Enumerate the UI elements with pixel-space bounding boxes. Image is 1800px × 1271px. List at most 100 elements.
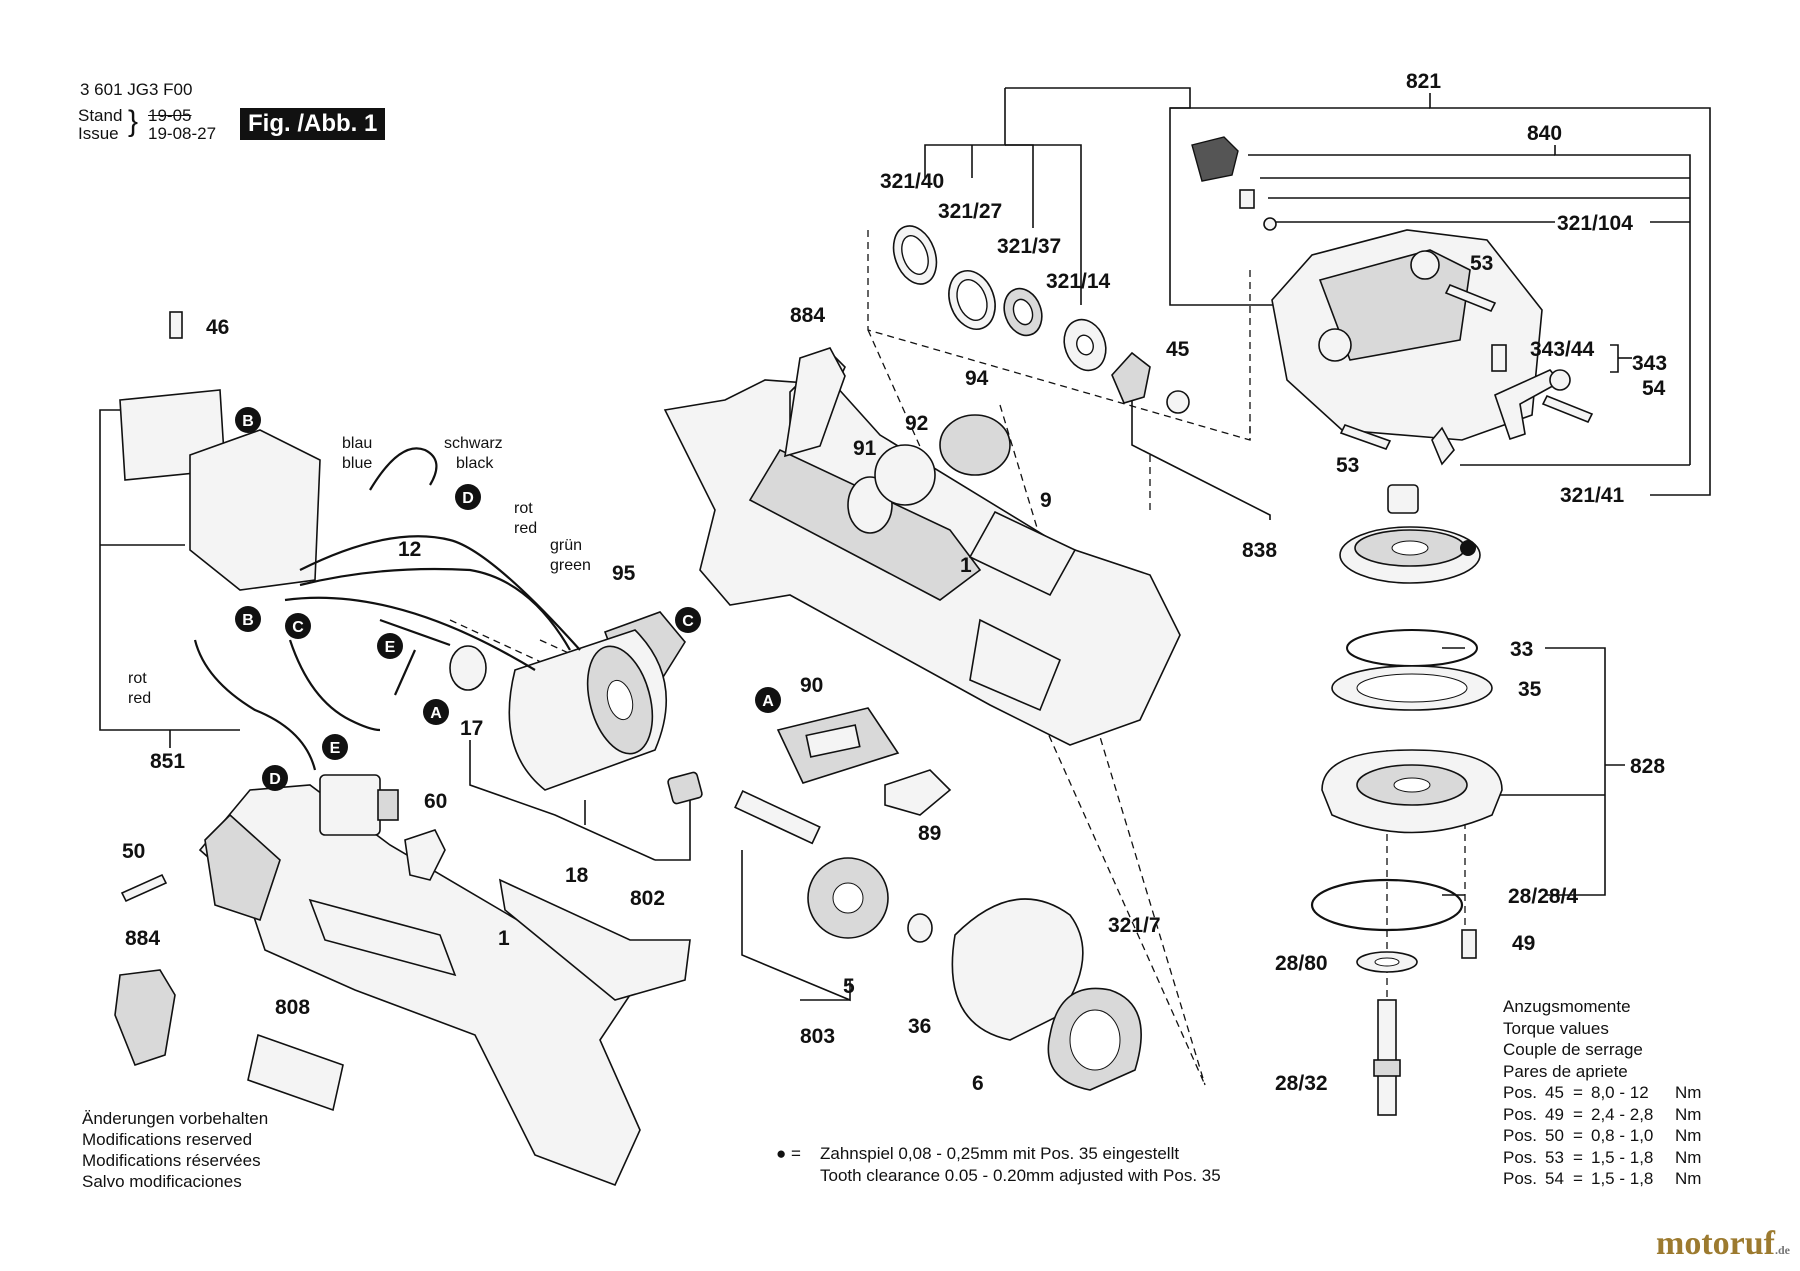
part-label-6: 6 bbox=[972, 1072, 984, 1095]
svg-text:B: B bbox=[242, 612, 254, 629]
torque-heading-en: Torque values bbox=[1503, 1018, 1609, 1038]
part-label-53a: 53 bbox=[1470, 252, 1493, 275]
part-label-321-14: 321/14 bbox=[1046, 270, 1111, 293]
part-label-321-27: 321/27 bbox=[938, 200, 1002, 223]
part-label-808: 808 bbox=[275, 996, 310, 1019]
stand-label: Stand bbox=[78, 106, 123, 125]
part-label-28-28-4: 28/28/4 bbox=[1508, 885, 1578, 908]
wire-label-blue: blue bbox=[342, 455, 372, 472]
torque-table: Anzugsmomente Torque values Couple de se… bbox=[1503, 996, 1701, 1190]
wire-label-blau: blau bbox=[342, 435, 372, 452]
part-label-94: 94 bbox=[965, 367, 989, 390]
part-label-92: 92 bbox=[905, 412, 928, 435]
stand-date: 19-05 bbox=[148, 106, 192, 125]
svg-text:A: A bbox=[762, 693, 774, 710]
svg-text:C: C bbox=[292, 619, 304, 636]
torque-heading-de: Anzugsmomente bbox=[1503, 997, 1631, 1016]
part-label-321-40: 321/40 bbox=[880, 170, 944, 193]
part-label-5: 5 bbox=[843, 975, 855, 998]
connector-markers: B D B C E A C A E D bbox=[235, 407, 781, 791]
marker-b-1: B bbox=[235, 407, 261, 433]
part-label-33: 33 bbox=[1510, 638, 1533, 661]
part-label-18: 18 bbox=[565, 864, 589, 887]
clearance-note-de: Zahnspiel 0,08 - 0,25mm mit Pos. 35 eing… bbox=[820, 1144, 1180, 1163]
part-label-343: 343 bbox=[1632, 352, 1667, 375]
part-label-1-bottom: 1 bbox=[498, 927, 510, 950]
part-label-321-41: 321/41 bbox=[1560, 484, 1625, 507]
changes-note-es: Salvo modificaciones bbox=[82, 1172, 242, 1191]
brace-icon: } bbox=[128, 105, 139, 138]
part-label-35: 35 bbox=[1518, 678, 1542, 701]
svg-text:C: C bbox=[682, 613, 694, 630]
wire-label-green: green bbox=[550, 557, 591, 574]
marker-b-2: B bbox=[235, 606, 261, 632]
marker-e-2: E bbox=[322, 734, 348, 760]
part-label-89: 89 bbox=[918, 822, 941, 845]
marker-c-1: C bbox=[285, 613, 311, 639]
svg-text:E: E bbox=[385, 639, 396, 656]
part-label-321-7: 321/7 bbox=[1108, 914, 1161, 937]
part-label-50: 50 bbox=[122, 840, 145, 863]
svg-text:D: D bbox=[269, 771, 281, 788]
issue-label: Issue bbox=[78, 124, 119, 143]
part-label-802: 802 bbox=[630, 887, 665, 910]
bearing-parts bbox=[892, 225, 1190, 414]
part-label-803: 803 bbox=[800, 1025, 835, 1048]
spindle-stack bbox=[1310, 526, 1503, 1116]
part-number-labels: 821 840 321/104 321/40 321/27 321/37 321… bbox=[122, 70, 1667, 1095]
wiring bbox=[193, 447, 581, 771]
part-label-12: 12 bbox=[398, 538, 421, 561]
svg-text:E: E bbox=[330, 740, 341, 757]
document-number: 3 601 JG3 F00 bbox=[80, 80, 193, 99]
part-label-343-44: 343/44 bbox=[1530, 338, 1595, 361]
part-label-36: 36 bbox=[908, 1015, 931, 1038]
wire-label-red: red bbox=[514, 520, 537, 537]
svg-text:B: B bbox=[242, 413, 254, 430]
torque-heading-es: Pares de apriete bbox=[1503, 1061, 1628, 1081]
marker-a-2: A bbox=[755, 687, 781, 713]
svg-text:D: D bbox=[462, 490, 474, 507]
part-label-821: 821 bbox=[1406, 70, 1441, 93]
marker-d-2: D bbox=[262, 765, 288, 791]
marker-e-1: E bbox=[377, 633, 403, 659]
torque-heading-fr: Couple de serrage bbox=[1503, 1040, 1643, 1059]
gear-housing bbox=[1191, 136, 1594, 514]
brand-logo[interactable]: motoruf.de bbox=[1656, 1225, 1790, 1262]
wire-label-gruen: grün bbox=[550, 537, 582, 554]
marker-d-1: D bbox=[455, 484, 481, 510]
part-label-60: 60 bbox=[424, 790, 447, 813]
part-label-54: 54 bbox=[1642, 377, 1666, 400]
wire-label-rot-2: rot bbox=[128, 670, 147, 687]
part-label-851: 851 bbox=[150, 750, 185, 773]
switch-parts bbox=[119, 311, 446, 881]
issue-date: 19-08-27 bbox=[148, 124, 217, 143]
part-label-828: 828 bbox=[1630, 755, 1665, 778]
part-label-17: 17 bbox=[460, 717, 483, 740]
part-label-9: 9 bbox=[1040, 489, 1052, 512]
marker-c-2: C bbox=[675, 607, 701, 633]
part-label-95: 95 bbox=[612, 562, 636, 585]
wire-label-rot: rot bbox=[514, 500, 533, 517]
wheel-guard bbox=[951, 898, 1142, 1091]
marker-a-1: A bbox=[423, 699, 449, 725]
clearance-symbol: ● = bbox=[776, 1144, 801, 1163]
part-label-91: 91 bbox=[853, 437, 877, 460]
clearance-note-en: Tooth clearance 0.05 - 0.20mm adjusted w… bbox=[820, 1166, 1221, 1185]
changes-note: Änderungen vorbehalten Modifications res… bbox=[82, 1108, 268, 1192]
wire-label-schwarz: schwarz bbox=[444, 435, 503, 452]
part-label-90: 90 bbox=[800, 674, 823, 697]
part-label-45: 45 bbox=[1166, 338, 1190, 361]
part-label-884-bottom: 884 bbox=[125, 927, 160, 950]
handle-housing bbox=[114, 784, 691, 1187]
changes-note-en: Modifications reserved bbox=[82, 1130, 253, 1149]
part-label-28-32: 28/32 bbox=[1275, 1072, 1328, 1095]
electronics-module bbox=[776, 707, 952, 816]
part-label-46: 46 bbox=[206, 316, 229, 339]
